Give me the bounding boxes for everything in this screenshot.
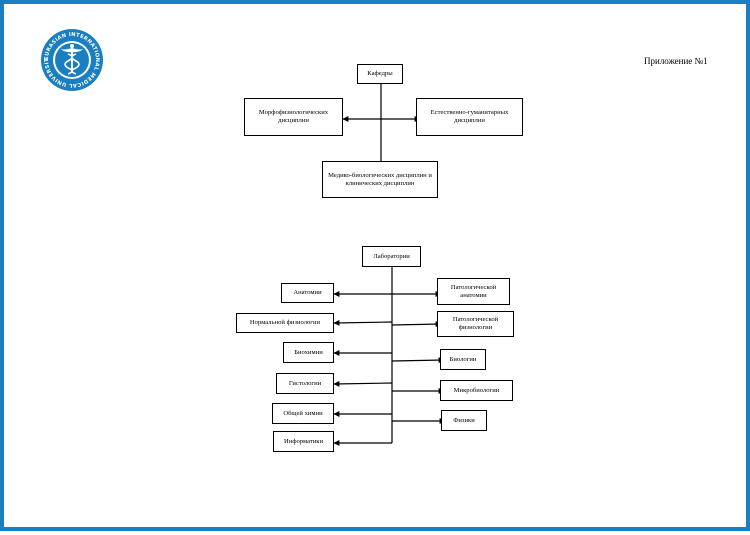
lab-link-histology — [333, 380, 393, 387]
lab-link-normal-physiology — [333, 319, 393, 326]
lab-physics-box: Физики — [441, 410, 487, 431]
lab-biochemistry-box: Биохимии — [283, 342, 334, 363]
lab-informatics-box: Информатики — [273, 431, 334, 452]
appendix-label: Приложение №1 — [644, 56, 708, 66]
dept-morphophysiological-box: Морфофизиологических дисциплин — [244, 98, 343, 136]
medical-university-seal-icon: EURASIAN INTERNATIONAL MEDICAL UNIVERSIT… — [40, 28, 103, 91]
lab-pathological-anatomy-box: Патологической анатомии — [437, 278, 510, 305]
dept-medical-biological-box: Медико-биологических дисциплин и клиниче… — [322, 161, 438, 198]
lab-anatomy-box: Анатомии — [281, 283, 334, 303]
lab-microbiology-box: Микробиологии — [440, 380, 513, 401]
lab-general-chemistry-box: Общей химии — [272, 403, 334, 424]
dept-root-box: Кафедры — [357, 64, 403, 84]
lab-link-pathological-physiology — [391, 321, 442, 328]
lab-biology-box: Биологии — [440, 349, 486, 370]
lab-pathological-physiology-box: Патологической физиологии — [437, 311, 514, 337]
lab-normal-physiology-box: Нормальной физиологии — [236, 313, 334, 333]
lab-root-box: Лаборатории — [362, 246, 421, 267]
lab-link-biology — [391, 357, 445, 364]
dept-natural-humanitarian-box: Естественно-гуманитарных дисциплин — [416, 98, 523, 136]
lab-histology-box: Гистологии — [276, 373, 334, 394]
